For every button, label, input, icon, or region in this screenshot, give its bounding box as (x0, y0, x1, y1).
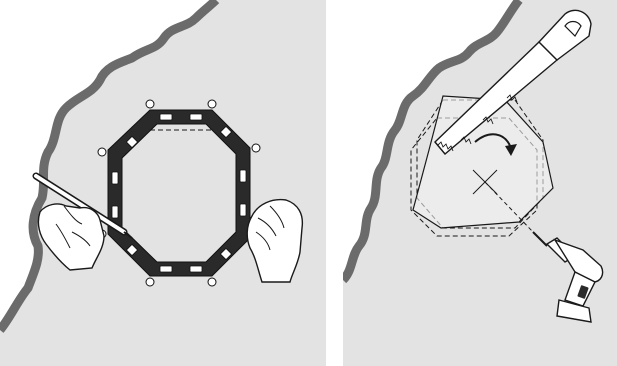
cutout-outline (410, 99, 544, 237)
panel-left-illustration (0, 0, 326, 366)
drill (532, 231, 604, 323)
rotation-arrow (474, 133, 517, 156)
right-hand-fingers (255, 205, 285, 251)
left-hand-fingers (55, 205, 91, 249)
instruction-panel-mark-outline (0, 0, 326, 366)
pencil (32, 172, 133, 239)
wall-edge (0, 0, 220, 333)
panel-right-illustration (343, 0, 617, 366)
drill-guide-line (484, 181, 534, 233)
hand-saw (434, 9, 592, 155)
wall-surface (0, 0, 326, 366)
instruction-panel-cut-opening (343, 0, 617, 366)
wall-edge (343, 0, 523, 284)
left-hand (37, 203, 105, 271)
